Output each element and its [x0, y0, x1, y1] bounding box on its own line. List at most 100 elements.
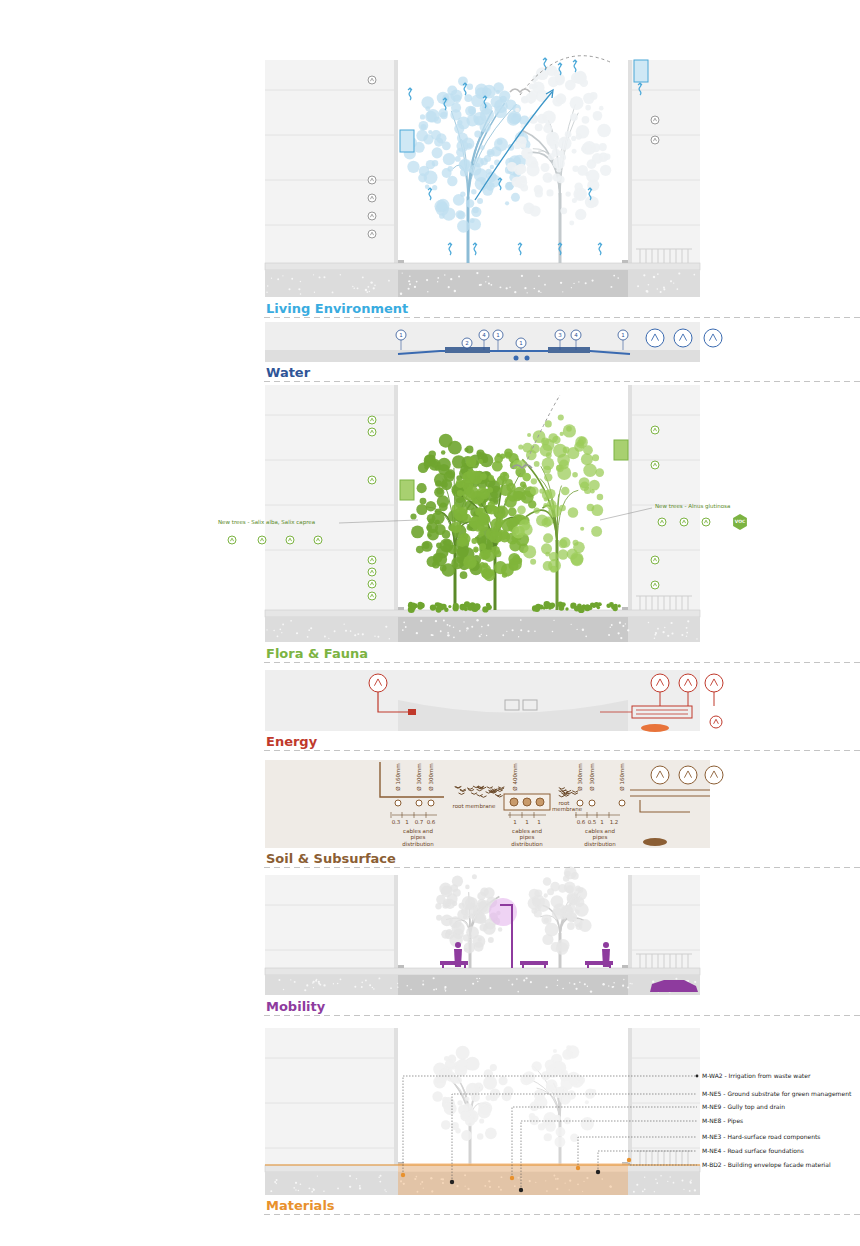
- facade-icon: [658, 518, 666, 526]
- tree-foliage: [500, 454, 505, 459]
- facade-icon: [704, 329, 722, 347]
- dimension-tick: [534, 812, 535, 818]
- tree-foliage: [432, 511, 445, 524]
- callout-number: 4: [574, 332, 578, 338]
- gravel-dot: [267, 285, 268, 286]
- tree-foliage: [597, 494, 604, 501]
- water-panel: [265, 322, 700, 362]
- railing: [640, 954, 641, 968]
- section-divider: [264, 381, 860, 382]
- tree-foliage: [517, 506, 526, 515]
- section-heading: Living Environment: [266, 301, 408, 316]
- callout-number: 2: [465, 340, 469, 346]
- section-divider: [264, 317, 860, 318]
- railing: [640, 249, 641, 263]
- building-facade: [630, 1028, 700, 1165]
- root: [487, 787, 493, 789]
- tree-foliage: [579, 477, 590, 488]
- floor-line: [265, 1103, 394, 1104]
- root: [559, 791, 565, 793]
- railing: [652, 1151, 653, 1165]
- material-highlight: [398, 1163, 628, 1195]
- tree-trunk: [556, 540, 559, 610]
- facade-icon: [702, 518, 710, 526]
- gravel-dot: [294, 981, 296, 983]
- dimension: 1: [537, 819, 541, 825]
- tree-foliage: [441, 914, 453, 926]
- gravel-dot: [613, 986, 614, 987]
- bench-leg: [464, 965, 466, 968]
- tree-foliage: [407, 161, 419, 173]
- dimension-tick: [510, 812, 511, 818]
- gravel-dot: [290, 620, 292, 622]
- tree-foliage: [547, 888, 554, 895]
- tree-foliage: [493, 82, 503, 92]
- callout-circle: [618, 330, 628, 340]
- gravel-dot: [349, 1186, 351, 1188]
- icon-glyph: [370, 78, 373, 81]
- gravel-dot: [623, 979, 624, 980]
- floor-line: [265, 460, 394, 461]
- tree-foliage: [527, 433, 531, 437]
- gravel-dot: [502, 634, 504, 636]
- note: root membrane: [552, 800, 576, 813]
- railing: [664, 954, 665, 968]
- tree-foliage: [573, 542, 585, 554]
- gravel-dot: [520, 619, 522, 621]
- gravel-dot: [509, 287, 511, 289]
- bird-route: [520, 56, 610, 95]
- tree-foliage: [494, 550, 501, 557]
- shrub: [613, 604, 617, 608]
- tree-foliage: [537, 114, 547, 124]
- evaporation-arrow: [473, 243, 477, 255]
- tree-foliage: [513, 555, 520, 562]
- green-facade-box: [400, 130, 414, 152]
- gravel-dot: [656, 1182, 658, 1184]
- tree-foliage: [531, 478, 537, 484]
- root: [498, 788, 504, 790]
- tree-foliage: [579, 919, 592, 932]
- tree-foliage: [474, 942, 484, 952]
- gravel-dot: [576, 629, 577, 630]
- tree-foliage: [575, 909, 580, 914]
- gravel-dot: [433, 977, 435, 979]
- leader-line: [452, 1094, 697, 1182]
- tree-foliage: [544, 517, 554, 527]
- gravel-dot: [657, 628, 659, 630]
- gravel-dot: [610, 627, 611, 628]
- tree-foliage: [534, 1089, 545, 1100]
- tree-foliage: [468, 913, 473, 918]
- gravel-dot: [403, 622, 405, 624]
- gravel-dot: [356, 1178, 357, 1179]
- callout-number: 1: [621, 332, 625, 338]
- leader-line: [598, 1151, 697, 1172]
- tree-foliage: [432, 185, 437, 190]
- gravel-dot: [682, 1180, 684, 1182]
- gravel-dot: [315, 980, 317, 982]
- tree-foliage: [543, 533, 553, 543]
- tree-foliage: [566, 1045, 571, 1050]
- gravel-dot: [362, 276, 364, 278]
- tree-foliage: [520, 482, 526, 488]
- gravel-dot: [657, 273, 659, 275]
- tree-foliage: [551, 895, 564, 908]
- tree-foliage: [480, 562, 485, 567]
- gravel-dot: [544, 284, 546, 286]
- facade-icon: [368, 592, 376, 600]
- tree-foliage: [587, 504, 595, 512]
- gravel-dot: [590, 990, 592, 992]
- kerb: [622, 607, 628, 610]
- gravel-dot: [296, 632, 298, 634]
- gravel-dot: [380, 1175, 382, 1177]
- gravel-dot: [512, 629, 514, 631]
- gravel-dot: [447, 632, 449, 634]
- gravel-dot: [488, 276, 490, 278]
- callout-leader: [498, 340, 499, 350]
- gravel-dot: [311, 1191, 313, 1193]
- tree-foliage: [494, 561, 507, 574]
- root: [459, 793, 465, 795]
- building-facade: [630, 875, 700, 968]
- tree-foliage: [432, 147, 443, 158]
- dimension: 1: [405, 819, 409, 825]
